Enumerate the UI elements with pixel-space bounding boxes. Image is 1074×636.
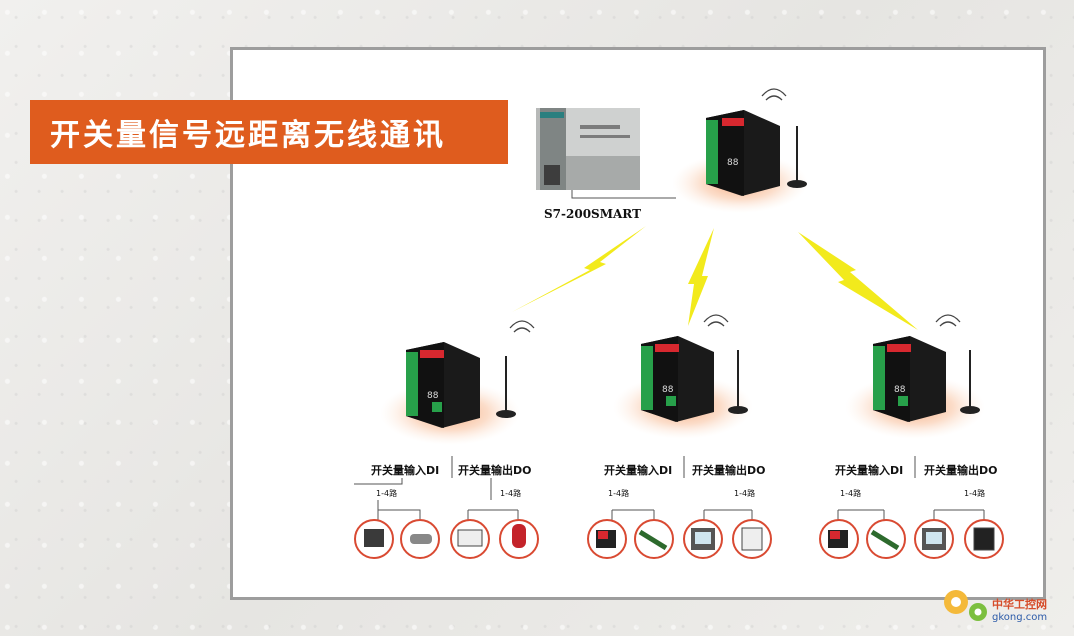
do-roads-1: 1-4路 [500,489,522,498]
svg-text:88: 88 [662,385,674,395]
alarm-light-icon [512,524,526,548]
lightning-bolt-left [512,226,646,312]
watermark: 中华工控网 gkong.com [992,596,1047,623]
slave-device-3: 88 [845,314,985,439]
do-label-1: 开关量输出DO [458,464,532,477]
svg-text:88: 88 [727,158,739,168]
cable-icon [638,529,668,551]
plc-unit [536,108,640,190]
do-label-3: 开关量输出DO [924,464,998,477]
sensor-icon [410,534,432,544]
di-roads-2: 1-4路 [608,489,630,498]
title-banner: 开关量信号远距离无线通讯 [30,100,508,164]
slave-device-2: 88 [613,314,753,439]
title-text: 开关量信号远距离无线通讯 [50,118,446,153]
svg-text:88: 88 [427,391,439,401]
do-label-2: 开关量输出DO [692,464,766,477]
branch-lines-3 [837,456,985,520]
branch-lines-2 [611,456,753,520]
di-roads-3: 1-4路 [840,489,862,498]
master-device: 88 [672,88,808,213]
slave-device-1: 88 [380,320,535,445]
plc-connection-line [571,190,676,199]
di-label-2: 开关量输入DI [604,464,673,477]
relay-icon [364,529,384,547]
watermark-url: gkong.com [992,612,1048,623]
do-roads-3: 1-4路 [964,489,986,498]
di-roads-1: 1-4路 [376,489,398,498]
branch-lines-1 [354,456,519,520]
lightning-bolt-right [798,232,918,330]
do-roads-2: 1-4路 [734,489,756,498]
svg-text:88: 88 [894,385,906,395]
watermark-gear-icon [944,590,987,621]
watermark-brand: 中华工控网 [992,598,1047,611]
lightning-bolt-center [688,228,714,326]
module-icon [741,527,763,551]
meter-icon [457,529,483,547]
di-label-3: 开关量输入DI [835,464,904,477]
di-label-1: 开关量输入DI [371,464,440,477]
io-icons [354,519,1004,559]
plc-label: S7-200SMART [544,207,641,221]
